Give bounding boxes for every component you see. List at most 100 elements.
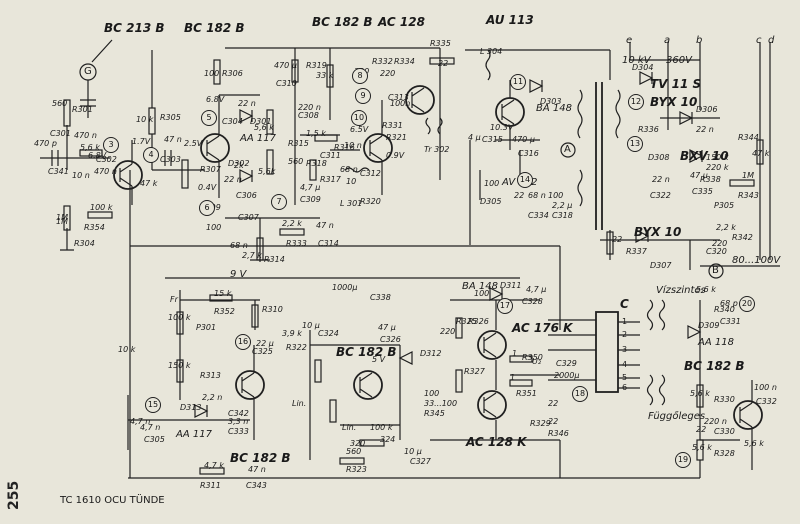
label-c306: C306: [236, 191, 257, 200]
diode-d313-network: [127, 395, 250, 450]
label-r310: R310: [262, 305, 283, 314]
val-100-c: 100: [548, 191, 564, 200]
terminal-b: b: [696, 35, 703, 46]
val-470p: 470 p: [34, 139, 57, 148]
val-0-9v: 0.9V: [386, 151, 405, 160]
val-2n2: 2,2 n: [202, 393, 223, 402]
val-47u-a: 47 μ: [690, 171, 708, 180]
val-22u-a: 22 μ: [256, 339, 274, 348]
val-68p: 68 p: [720, 299, 738, 308]
testpoint-8: 8: [352, 68, 368, 84]
resistor-5k6-a: [266, 109, 274, 135]
label-r337: R337: [626, 247, 647, 256]
title-aa117-b: AA 117: [176, 429, 212, 440]
resistor-r316: [314, 134, 338, 142]
title-tv11s: TV 11 S: [650, 77, 702, 91]
val-100-b: 100: [206, 223, 222, 232]
resistor-r307: [181, 159, 189, 189]
val-47n-a: 47 n: [164, 135, 182, 144]
resistor-r333: [279, 228, 305, 236]
label-r335: R335: [430, 39, 451, 48]
label-c307: C307: [238, 213, 259, 222]
connector-pin-4: 4: [622, 360, 628, 369]
label-r319: R319: [306, 61, 327, 70]
resistor-r302: [79, 149, 103, 157]
val-100n-b: 100 n: [754, 383, 777, 392]
val-47u-b: 47 μ: [378, 323, 396, 332]
terminal-c: c: [756, 35, 762, 46]
label-r306: R306: [222, 69, 243, 78]
diode-d303: [529, 79, 544, 93]
cap-c310: [291, 59, 299, 83]
diode-d307: [635, 229, 650, 243]
label-r301: R301: [72, 105, 93, 114]
label-r323: R323: [346, 465, 367, 474]
label-c305: C305: [144, 435, 165, 444]
label-tr302: Tr 302: [424, 145, 450, 154]
label-c334: C334: [528, 211, 549, 220]
label-r326: R326: [468, 317, 489, 326]
connector-pin-2: 2: [622, 330, 628, 339]
label-r322: R322: [286, 343, 307, 352]
label-d304: D304: [632, 63, 654, 72]
val-4u7-a: 4,7 μ: [300, 183, 321, 192]
val-100n-a: 100n: [390, 99, 411, 108]
label-c329: C329: [556, 359, 577, 368]
pot-lin-1: [314, 359, 322, 383]
transformer-tr302: [425, 117, 443, 135]
testpoint-9: 9: [355, 88, 371, 104]
title-bc182b-4: BC 182 B: [230, 451, 291, 465]
output-terminal-leads: [629, 42, 771, 260]
transistor-bc182b-mid-leads: [359, 372, 373, 398]
val-1k5: 1,5 k: [306, 129, 326, 138]
val-220-d: 220: [440, 327, 456, 336]
val-4k7-a: 4,7 k: [204, 461, 224, 470]
title-aa118: AA 118: [698, 337, 734, 348]
val-10n-b: 10 n: [344, 141, 362, 150]
resistor-r350: [509, 355, 533, 363]
label-d312: D312: [420, 349, 442, 358]
resistor-r317: [309, 159, 317, 181]
label-5v: 5 V: [372, 355, 386, 364]
output-stage-wiring: [469, 139, 540, 245]
val-2k2-b: 2,2 k: [716, 223, 736, 232]
val-2k: 2k: [234, 161, 244, 170]
val-324: 324: [380, 435, 396, 444]
testpoint-4: 4: [143, 147, 159, 163]
val-22n-c: 22 n: [696, 125, 714, 134]
connector-pin-5: 5: [622, 373, 628, 382]
val-100k-a: 100 k: [90, 203, 113, 212]
val-100-f: 100: [484, 179, 500, 188]
val-10k-b: 10 k: [118, 345, 136, 354]
eht-transformer-core: [595, 82, 603, 230]
val-220k: 220 k: [706, 163, 729, 172]
val-320: 320: [350, 439, 366, 448]
testpoint-17: 17: [497, 298, 513, 314]
label-r334: R334: [394, 57, 415, 66]
title-aa117-a: AA 117: [240, 133, 276, 144]
resistor-33k: [326, 64, 334, 88]
label-c328: C328: [522, 297, 543, 306]
val-5k6-d: 5,6 k: [696, 285, 716, 294]
label-r315: R315: [288, 139, 309, 148]
val-5k6-b: 5,6 k: [254, 123, 274, 132]
title-bc182b-1: BC 182 B: [184, 21, 245, 35]
val-68n-b: 68 n: [340, 165, 358, 174]
label-r330: R330: [714, 395, 735, 404]
val-1m: 1M: [56, 217, 68, 226]
resistor-r354: [87, 211, 113, 219]
label-connector-c: C: [620, 297, 629, 311]
label-c310: C310: [276, 79, 297, 88]
testpoint-11: 11: [510, 74, 526, 90]
val-10u-b: 10 μ: [404, 447, 422, 456]
resistor-r325: [455, 317, 463, 339]
transistor-au113-leads: [501, 80, 515, 150]
val-3n3: 3,3 n: [228, 417, 249, 426]
transistor-bc182b-vert: [235, 370, 265, 400]
label-r314: R314: [264, 255, 285, 264]
diode-d309: [687, 325, 702, 339]
val-4n7-b: 4,7 n: [130, 417, 151, 426]
pot-lin-2: [329, 399, 337, 423]
